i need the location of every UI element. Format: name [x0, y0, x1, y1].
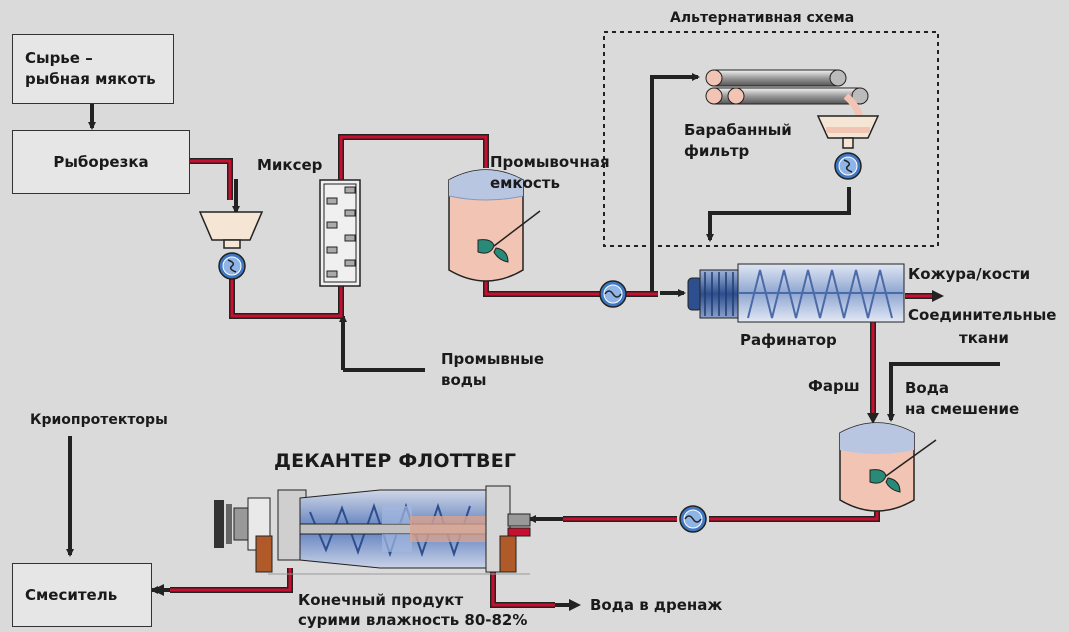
- pump-2-icon: [599, 280, 627, 308]
- decanter-title: ДЕКАНТЕР ФЛОТТВЕГ: [274, 450, 517, 472]
- mixing-tank: [839, 422, 937, 512]
- wash-water-label-line2: воды: [441, 371, 487, 389]
- drum-filter: [705, 69, 880, 149]
- alt-scheme-label: Альтернативная схема: [670, 10, 855, 26]
- mince-arrowhead: [867, 413, 879, 424]
- drum-filter-label-line2: фильтр: [684, 142, 750, 160]
- skin-bones-arrowhead: [932, 290, 944, 302]
- final-product-arrowhead: [152, 584, 164, 596]
- wash-tank-label-line2: емкость: [490, 174, 560, 192]
- alt-scheme-frame: [603, 31, 939, 247]
- raw-material-box: Сырье – рыбная мякоть: [12, 34, 174, 104]
- decanter-unit: [214, 485, 531, 575]
- refiner-unit: [687, 263, 905, 323]
- final-product-label-line1: Конечный продукт: [298, 591, 464, 609]
- pump-4-icon: [679, 505, 707, 533]
- fish-cutter-label: Рыборезка: [53, 152, 149, 171]
- mix-water-label-line1: Вода: [905, 379, 949, 397]
- raw-material-line2: рыбная мякоть: [25, 70, 156, 88]
- drain-water-label: Вода в дренаж: [590, 596, 723, 614]
- wash-tank-label-line1: Промывочная: [490, 153, 610, 171]
- pump-3-icon: [834, 152, 862, 180]
- hopper-1: [198, 211, 264, 249]
- final-mixer-label: Смеситель: [25, 585, 118, 604]
- drain-arrowhead: [569, 599, 581, 611]
- mixer-label: Миксер: [257, 156, 323, 174]
- raw-material-line1: Сырье –: [25, 49, 93, 67]
- drum-filter-label-line1: Барабанный: [684, 121, 792, 139]
- refiner-label: Рафинатор: [740, 331, 837, 349]
- cryoprotectants-label: Криопротекторы: [30, 412, 168, 428]
- final-mixer-box: Смеситель: [12, 563, 152, 627]
- connective-tissue-label-line1: Соединительные: [908, 306, 1057, 324]
- skin-bones-label: Кожура/кости: [908, 265, 1031, 283]
- connective-tissue-label-line2: ткани: [959, 329, 1009, 347]
- pump-1-icon: [218, 252, 246, 280]
- mince-label: Фарш: [808, 377, 860, 395]
- final-product-label-line2: сурими влажность 80-82%: [298, 611, 528, 629]
- wash-water-label-line1: Промывные: [441, 350, 545, 368]
- fish-cutter-box: Рыборезка: [12, 130, 190, 194]
- mix-water-label-line2: на смешение: [905, 400, 1020, 418]
- wash-tank: [448, 169, 541, 282]
- mixer-unit: [319, 179, 361, 287]
